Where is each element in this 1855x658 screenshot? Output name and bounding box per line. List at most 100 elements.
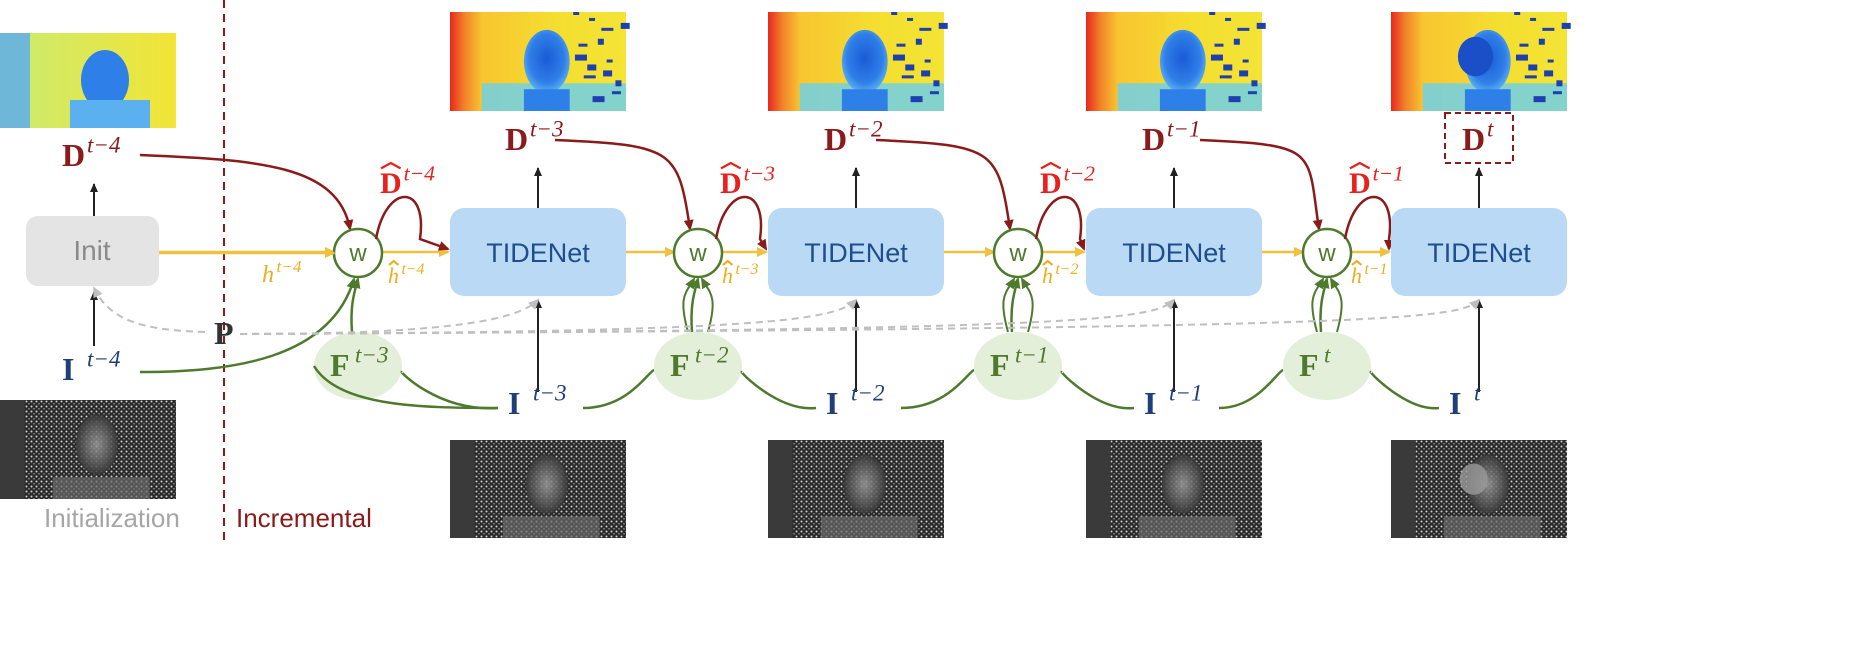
depth-to-warp-arrow-2 <box>875 138 1014 231</box>
depth-output-image-3-neck <box>1464 89 1511 111</box>
depth-output-image-1-noise <box>933 80 940 87</box>
flow-to-warp-arrow-c-3 <box>1330 277 1343 333</box>
depth-output-image-1-noise <box>919 27 932 31</box>
warp-node-1: w <box>672 227 724 279</box>
tidenet-rect-2 <box>1086 208 1262 296</box>
warp-label-0: w <box>348 240 367 267</box>
depth-output-label-2-base: D <box>1142 121 1165 157</box>
image-input-label-1-base: I <box>826 385 838 421</box>
depth-output-image-2-noise <box>1242 59 1249 63</box>
ir-input-image-3 <box>1391 440 1567 538</box>
tidenet-box-3: TIDENet <box>1391 208 1567 296</box>
depth-output-label-1-base: D <box>824 121 847 157</box>
image-to-flow-curve-0 <box>400 370 499 410</box>
depth-output-image-2-noise <box>1237 27 1250 31</box>
depth-output-image-3-noise <box>1547 59 1554 63</box>
warped-hidden-label-1-hat-mark <box>722 259 734 266</box>
flow-to-warp-arrow-b-1 <box>682 277 695 333</box>
depth-output-image-2-noise <box>1228 96 1241 103</box>
ir-input-image-1-shoulders <box>820 516 918 538</box>
warp-circle-2 <box>992 227 1044 279</box>
depth-output-image-1-noise <box>915 38 922 45</box>
warped-depth-label-0-hat-mark <box>380 161 402 170</box>
depth-output-image-0-noise <box>574 54 587 61</box>
warped-depth-label-1-hat-mark <box>720 161 742 170</box>
warped-depth-arrow-2 <box>1034 195 1086 251</box>
prev-image-to-warp-arrow-0 <box>139 277 357 374</box>
flow-node-3 <box>1283 332 1371 400</box>
flow-to-warp-arrow-b-2 <box>1002 277 1015 333</box>
depth-output-image-0-noise <box>573 12 580 15</box>
depth-output-image-0-noise <box>601 27 614 31</box>
init-box-rect <box>26 216 159 286</box>
warp-circle-1 <box>672 227 724 279</box>
depth-output-label-3-base: D <box>1462 121 1485 157</box>
warped-depth-label-3-base: D <box>1349 167 1371 200</box>
pose-to-net-arrow-2 <box>239 298 1176 335</box>
tidenet-rect-3 <box>1391 208 1567 296</box>
depth-output-label-0-base: D <box>505 121 528 157</box>
warp-node-3: w <box>1301 227 1353 279</box>
flow-ellipse-3 <box>1283 332 1371 400</box>
depth-output-image-0-neck <box>523 89 570 111</box>
flow-label-1-base: F <box>670 347 690 383</box>
ir-input-image-2-face <box>1161 454 1204 514</box>
flow-to-warp-arrow-c-1 <box>701 277 714 333</box>
warp-node-2: w <box>992 227 1044 279</box>
depth-output-image-1-noise <box>924 59 931 63</box>
ir-input-image-0 <box>450 440 626 538</box>
phase-label-initialization: Initialization <box>44 503 180 533</box>
depth-output-image-3-noise <box>1556 80 1563 87</box>
warped-depth-arrow-0 <box>374 195 450 251</box>
init-box: Init <box>26 216 159 286</box>
tidenet-box-1: TIDENet <box>768 208 944 296</box>
ir-input-image-0-shoulders <box>502 516 600 538</box>
warped-hidden-label-2-sup: t−2 <box>1055 261 1078 278</box>
depth-output-image-3-noise <box>1519 43 1529 47</box>
flow-label-0-base: F <box>330 347 350 383</box>
pose-to-net-arrow-0 <box>239 298 540 335</box>
ir-input-image-1 <box>768 440 944 538</box>
image-input-label-1-sup: t−2 <box>851 380 885 406</box>
depth-output-image-0-noise <box>583 75 596 79</box>
depth-output-image-3-noise <box>1533 96 1546 103</box>
depth-output-image-1-noise <box>892 54 905 61</box>
warped-depth-label-3-hat-mark <box>1349 161 1371 170</box>
depth-output-image-1-noise <box>901 75 914 79</box>
warped-hidden-label-3-hat-mark <box>1351 259 1363 266</box>
depth-output-image-1-noise <box>910 96 923 103</box>
tidenet-rect-1 <box>768 208 944 296</box>
init-ir-image <box>0 400 176 499</box>
depth-output-image-0-noise <box>592 96 605 103</box>
warped-hidden-label-3-base: h <box>1351 263 1362 288</box>
final-depth-output <box>1444 112 1514 164</box>
depth-output-image-2-noise <box>1256 22 1266 29</box>
depth-output-label-2-sup: t−1 <box>1167 116 1200 142</box>
depth-output-image-0-noise <box>603 70 613 77</box>
flow-label-1-sup: t−2 <box>695 342 729 368</box>
warped-hidden-label-2-hat-mark <box>1042 259 1054 266</box>
init-depth-label-base: D <box>62 137 85 173</box>
warped-depth-arrow-1 <box>714 195 768 251</box>
final-depth-box <box>1444 112 1514 164</box>
depth-output-image-2-noise <box>1233 38 1240 45</box>
ir-input-image-1-band <box>768 440 793 538</box>
warped-depth-label-0-base: D <box>380 167 402 200</box>
ir-input-image-0-band <box>450 440 475 538</box>
flow-node-1 <box>654 332 742 400</box>
flow-to-warp-arrow-3 <box>1319 277 1330 333</box>
